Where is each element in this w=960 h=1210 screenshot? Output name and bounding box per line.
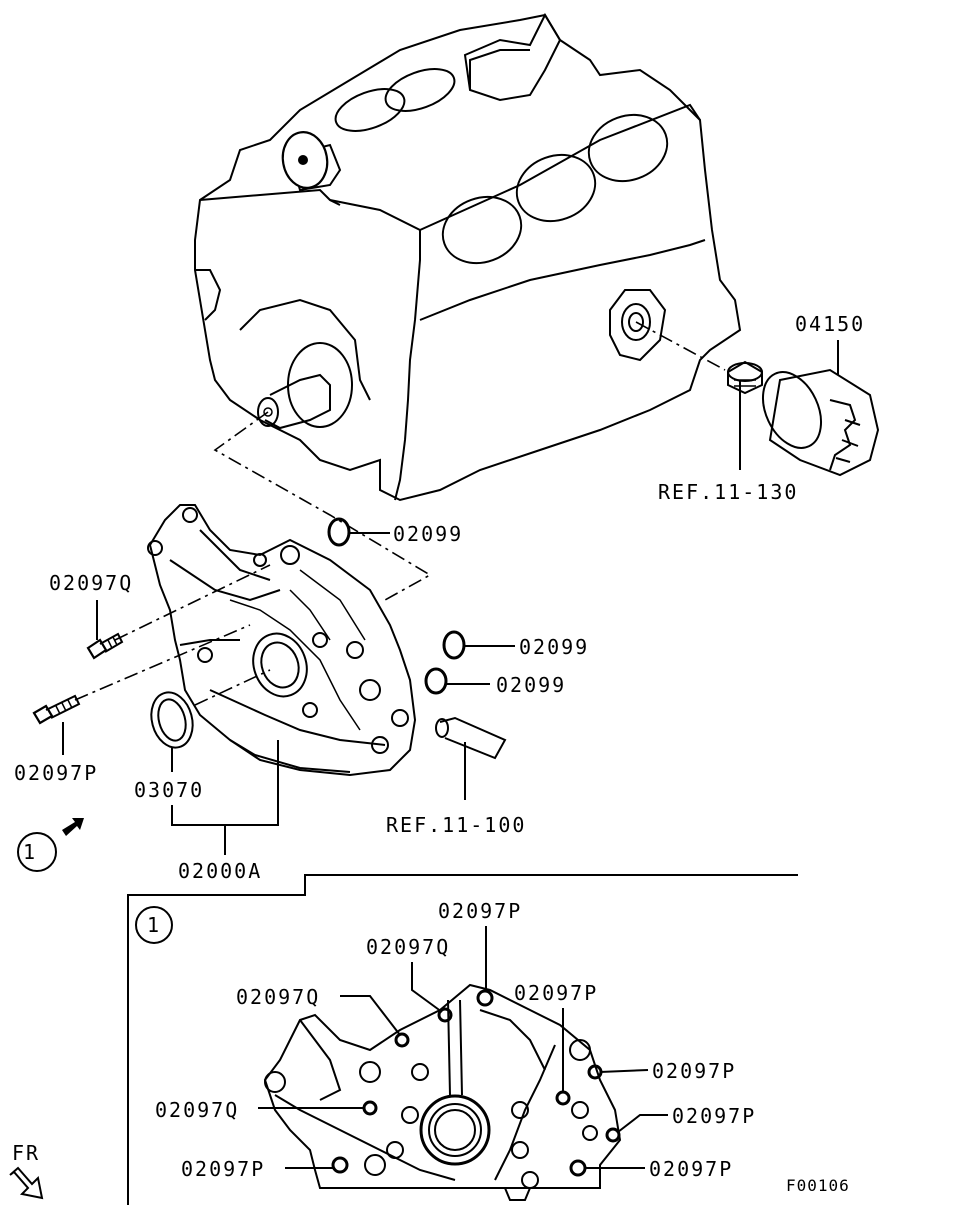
oil-seal (150, 691, 194, 749)
label-bolt-q-top: 02097Q (49, 571, 133, 595)
label-detail-p-top: 02097P (438, 899, 522, 923)
label-detail-q-top: 02097Q (366, 935, 450, 959)
bolt-02097p (32, 694, 81, 725)
label-ref-dipstick: REF.11-100 (386, 813, 526, 837)
detail-oil-pump (263, 983, 622, 1201)
bolt-q-axis (114, 564, 271, 641)
view-marker (17, 818, 84, 872)
crank-centerline (213, 411, 432, 601)
figure-code: F00106 (786, 1176, 850, 1195)
label-oil-filter: 04150 (795, 312, 865, 336)
label-bolt-p-left: 02097P (14, 761, 98, 785)
label-ref-filter-adapter: REF.11-130 (658, 480, 798, 504)
label-detail-q-left-upper: 02097Q (236, 985, 320, 1009)
detail-frame (127, 874, 798, 1205)
view-arrow-icon (62, 818, 84, 836)
label-oil-seal: 03070 (134, 778, 204, 802)
filter-centerline (635, 321, 726, 371)
label-o-ring-top: 02099 (393, 522, 463, 546)
detail-marker-number: 1 (147, 913, 161, 937)
oil-filter (761, 368, 880, 477)
oil-pump-assembly (147, 504, 417, 777)
detail-marker-circle (135, 906, 173, 944)
label-o-ring-mid: 02099 (519, 635, 589, 659)
o-ring-top (327, 517, 351, 547)
label-detail-p-bottom-right: 02097P (649, 1157, 733, 1181)
detail-leader-lines (258, 926, 668, 1169)
bolt-02097q (86, 632, 124, 660)
label-detail-p-upper-right: 02097P (514, 981, 598, 1005)
engine-block (194, 12, 742, 502)
bolt-p-axis (74, 624, 251, 701)
fr-arrow-icon (9, 1166, 44, 1200)
label-detail-p-right: 02097P (652, 1059, 736, 1083)
label-oil-pump-assy: 02000A (178, 859, 262, 883)
seal-axis (194, 669, 271, 706)
o-ring-mid (442, 630, 466, 660)
dipstick-tube (435, 716, 507, 760)
front-indicator: FR (12, 1141, 40, 1165)
label-detail-p-bottom-left: 02097P (181, 1157, 265, 1181)
filter-adapter (727, 360, 763, 395)
label-o-ring-low: 02099 (496, 673, 566, 697)
label-detail-p-right-middle: 02097P (672, 1104, 756, 1128)
o-ring-low (424, 667, 448, 695)
view-marker-number: 1 (23, 840, 37, 864)
leader-lines (62, 340, 839, 855)
label-detail-q-left-middle: 02097Q (155, 1098, 239, 1122)
